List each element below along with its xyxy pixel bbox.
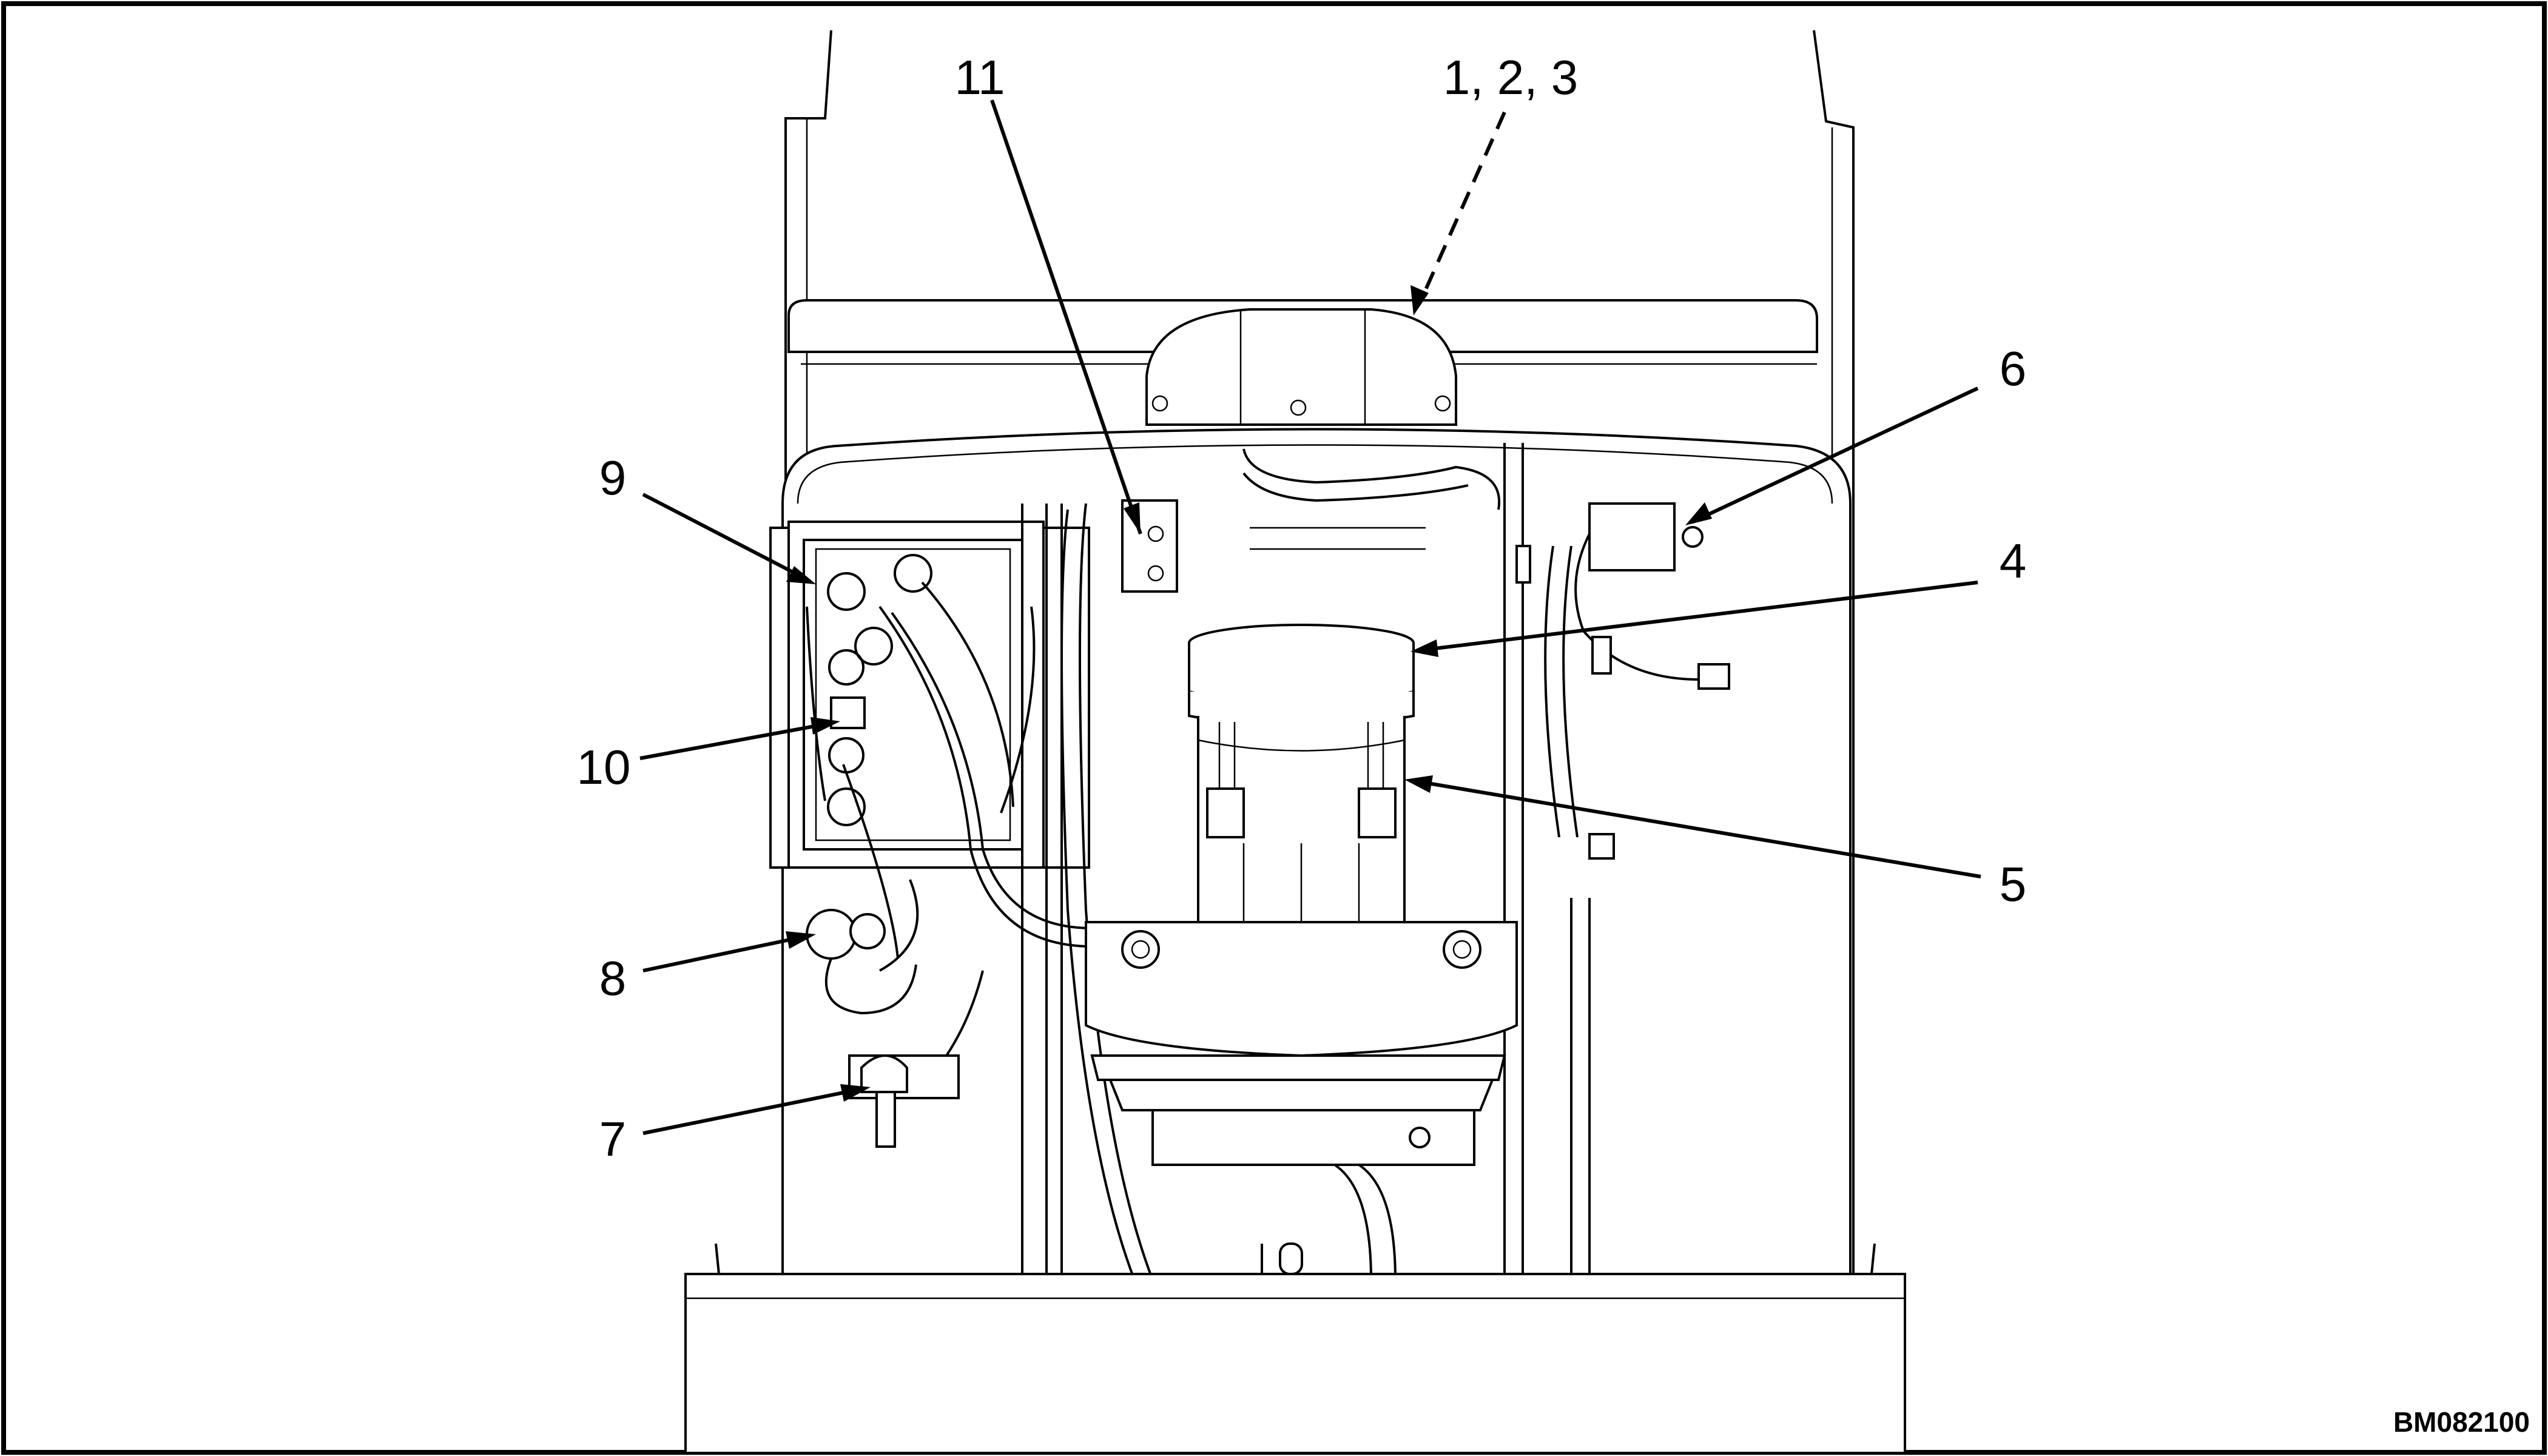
callout-9: 9 xyxy=(599,451,627,505)
machine-illustration xyxy=(684,30,1906,1454)
leader-11 xyxy=(990,99,1142,534)
leader-9 xyxy=(642,493,808,581)
arrowhead-9 xyxy=(786,566,816,584)
arrowhead-8 xyxy=(786,931,816,949)
leader-7 xyxy=(642,1087,862,1135)
callout-10: 10 xyxy=(577,740,631,794)
callout-4: 4 xyxy=(2000,534,2027,588)
leader-4 xyxy=(1419,581,1978,652)
leader-5 xyxy=(1413,779,1981,878)
arrowhead-7 xyxy=(840,1084,871,1102)
arrowhead-5 xyxy=(1404,775,1433,793)
callout-11: 11 xyxy=(954,50,1005,104)
leader-1-2-3 xyxy=(1418,111,1506,305)
arrowhead-10 xyxy=(811,717,840,735)
callout-1-2-3: 1, 2, 3 xyxy=(1443,50,1578,104)
leader-8 xyxy=(642,934,807,972)
callout-6: 6 xyxy=(2000,342,2027,396)
arrowhead-1-2-3 xyxy=(1410,285,1429,315)
callout-labels: 11 1, 2, 3 6 9 4 10 5 8 7 xyxy=(577,50,2027,1166)
callout-5: 5 xyxy=(2000,857,2027,911)
leader-10 xyxy=(639,721,832,760)
controller-board xyxy=(803,539,1036,851)
arrowhead-6 xyxy=(1685,502,1712,525)
callout-7: 7 xyxy=(599,1112,627,1166)
leader-6 xyxy=(1691,386,1979,524)
callout-8: 8 xyxy=(599,951,627,1005)
arrowhead-4 xyxy=(1410,639,1438,657)
arrowhead-11 xyxy=(1124,502,1141,534)
leader-lines xyxy=(639,99,1981,1135)
figure-id: BM082100 xyxy=(2393,1406,2530,1438)
